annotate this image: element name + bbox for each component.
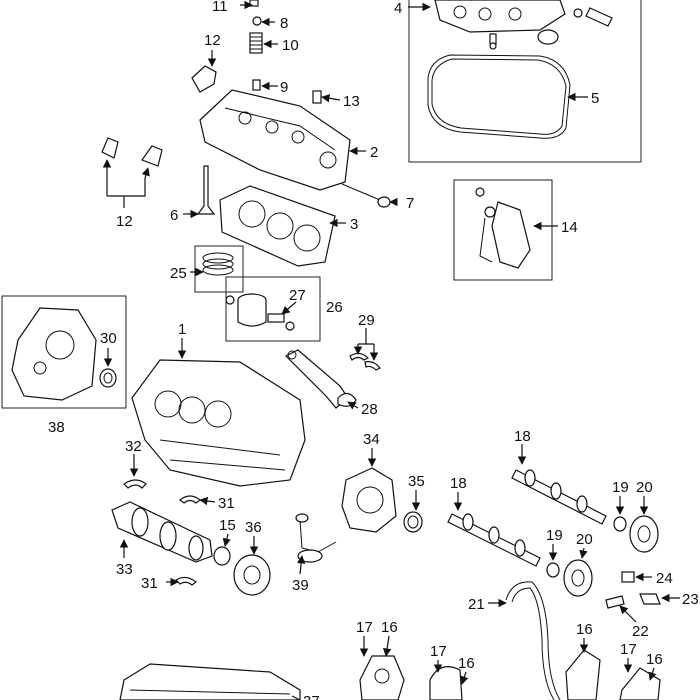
engine-block-part [131,359,306,487]
callout-5: 5 [591,90,599,107]
callout-14: 14 [561,219,578,236]
oil-pickup-tube-part [295,513,337,563]
oil-pump-box-14 [453,179,553,281]
timing-cover-box-38 [1,295,127,409]
callout-4: 4 [394,0,402,17]
callout-21: 21 [468,596,485,613]
camshaft-lower-part [447,513,541,567]
callout-18-mid: 18 [450,475,467,492]
callout-36: 36 [245,519,262,536]
callout-16-left: 16 [381,619,398,636]
callout-31-top: 31 [218,495,235,512]
timing-chain-part [505,581,561,700]
callout-35: 35 [408,473,425,490]
callout-15: 15 [219,517,236,534]
callout-39: 39 [292,577,309,594]
harmonic-balancer-part [233,554,271,596]
callout-27: 27 [289,287,306,304]
chain-guide-part [359,649,661,700]
callout-13: 13 [343,93,360,110]
callout-1: 1 [178,321,186,338]
crank-sprocket-part [213,546,231,566]
callout-20-right: 20 [636,479,653,496]
callout-6: 6 [170,207,178,224]
callout-17-right: 17 [620,641,637,658]
intake-valve-part [196,165,216,215]
rings-box-25 [194,245,244,293]
callout-9: 9 [280,79,288,96]
callout-26: 26 [326,299,343,316]
oil-pump-part [475,187,531,269]
valve-cover-bolt-part [489,33,497,50]
callout-17-left: 17 [356,619,373,636]
rocker-arm-part [101,65,217,167]
valve-cover-part [434,0,566,33]
timing-cover-part [11,307,97,401]
callout-19-right: 19 [612,479,629,496]
valve-cover-gasket-part [427,54,571,139]
lash-adjuster-part [252,79,322,104]
callout-22: 22 [632,623,649,640]
rear-seal-part [403,511,423,533]
cylinder-head-part [199,89,351,191]
callout-10: 10 [282,37,299,54]
callout-28: 28 [361,401,378,418]
callout-25: 25 [170,265,187,282]
crankshaft-part [111,501,213,563]
callout-19-mid: 19 [546,527,563,544]
piston-rings-part [202,252,234,276]
callout-29: 29 [358,312,375,329]
callout-16-right: 16 [576,621,593,638]
callout-12-top: 12 [204,32,221,49]
callout-11: 11 [212,0,228,15]
main-bearing-part [123,479,201,586]
callout-38: 38 [48,419,65,436]
callout-23: 23 [682,591,699,608]
piston-part [225,293,295,331]
callout-2: 2 [370,144,378,161]
callout-12-left: 12 [116,213,133,230]
callout-8: 8 [280,15,288,32]
cam-sprocket-part [563,515,659,597]
leader-lines [102,0,680,700]
callout-34: 34 [363,431,380,448]
pcv-valve-part [537,7,613,45]
callout-32: 32 [125,438,142,455]
cam-washer-part [546,516,627,578]
callout-31-bottom: 31 [141,575,158,592]
callout-30: 30 [100,330,117,347]
piston-box-26 [225,276,321,342]
callout-18-top: 18 [514,428,531,445]
rod-bearing-part [349,352,381,371]
callout-33: 33 [116,561,133,578]
exhaust-valve-part [341,183,391,208]
callout-37: 37 [303,693,320,700]
callout-16-far-right: 16 [646,651,663,668]
callout-labels: 11 8 10 12 9 13 2 7 3 6 12 4 5 14 25 27 … [48,0,699,700]
callout-3: 3 [350,216,358,233]
callout-17-mid: 17 [430,643,447,660]
camshaft-upper-part [511,469,607,525]
callout-7: 7 [406,195,414,212]
callout-16-mid: 16 [458,655,475,672]
head-gasket-part [219,185,336,267]
valve-spring-part [249,0,263,54]
callout-24: 24 [656,570,673,587]
rear-cover-part [341,467,397,533]
chain-tensioner-part [605,571,661,609]
callout-20-mid: 20 [576,531,593,548]
front-seal-part [99,368,117,388]
oil-pan-part [119,663,301,700]
valve-cover-group-box [408,0,642,163]
